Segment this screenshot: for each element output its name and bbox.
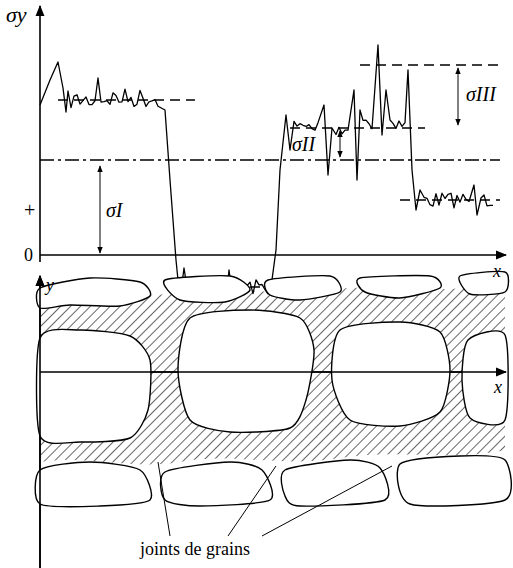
axis-label: σy [6,4,27,26]
y-axis [39,276,41,568]
grain [357,276,441,298]
axis-label: + [24,200,35,220]
stress-label: σIII [466,84,496,104]
x-axis [40,254,506,256]
mean-level [40,159,500,160]
level-line [290,127,425,128]
grain [459,271,509,294]
stress-chart [40,6,506,300]
axis-label: x [494,378,502,396]
axis-label: x [493,262,501,280]
grain [265,276,342,300]
leader-line [262,466,392,536]
grain [462,331,508,425]
y-axis [39,276,41,568]
grain [161,462,273,506]
stress-label: σII [292,134,315,154]
stress-trace [40,45,493,300]
stress-label: σI [106,200,123,220]
grain [397,456,511,506]
grain [332,322,450,426]
grain [35,462,151,507]
leader-line [228,466,276,536]
annotation-label: joints de grains [140,540,250,558]
sigma-arrow [100,166,101,253]
leader-line [158,462,170,536]
sigma-arrow [340,131,341,157]
axis-label: y [46,276,54,294]
grain [178,310,314,432]
x-axis [40,371,506,373]
grain-structure [35,271,511,568]
x-axis [40,371,506,373]
sigma-arrow [458,68,459,125]
level-line [360,64,500,65]
grain [164,276,250,303]
y-axis [39,6,41,262]
axis-label: 0 [24,246,33,264]
grain [281,460,389,506]
grain [36,329,150,443]
